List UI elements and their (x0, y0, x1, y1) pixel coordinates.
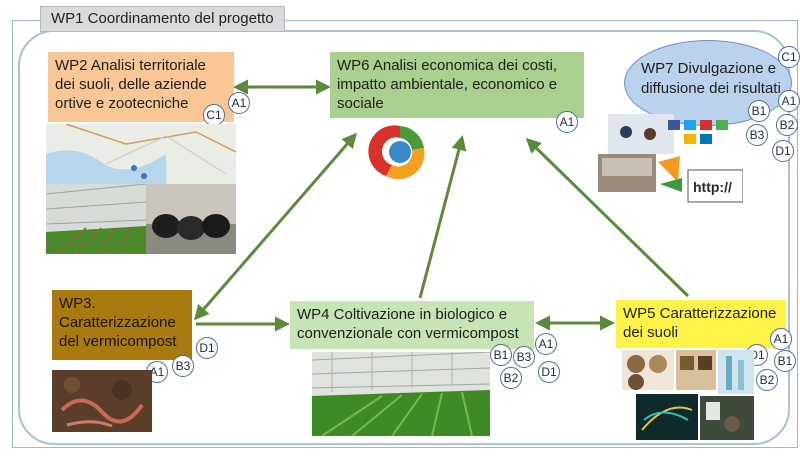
wp4-badge-d1: D1 (538, 361, 560, 383)
wp2-label: WP2 Analisi territoriale dei suoli, dell… (55, 57, 207, 112)
arrow-wp5-wp6 (525, 137, 690, 298)
wp7-badge-a1: A1 (778, 90, 800, 112)
wp4-label: WP4 Coltivazione in biologico e convenzi… (297, 306, 519, 342)
wp6-badge-a1: A1 (556, 111, 578, 133)
wp3-badge-d1: D1 (196, 337, 218, 359)
wp3-label: WP3. Caratterizzazione del vermicompost (59, 295, 177, 350)
wp1-frame (12, 20, 798, 448)
wp7-badge-b3: B3 (746, 124, 768, 146)
wp4-badge-b2: B2 (500, 367, 522, 389)
cattle-photo (146, 184, 236, 254)
wp5-label: WP5 Caratterizzazione dei suoli (623, 305, 777, 341)
wp6-label: WP6 Analisi economica dei costi, impatto… (337, 57, 558, 112)
soil-lab-photos (622, 350, 754, 440)
worms-photo (52, 370, 152, 432)
wp2-badge-a1: A1 (228, 92, 250, 114)
wp3-box: WP3. Caratterizzazione del vermicompost (52, 290, 192, 360)
arrow-wp4-wp6 (418, 135, 467, 299)
wp6-box: WP6 Analisi economica dei costi, impatto… (330, 52, 584, 118)
wp4-badge-b3: B3 (513, 346, 535, 368)
wp4-box: WP4 Coltivazione in biologico e convenzi… (290, 301, 534, 349)
wp7-label: WP7 Divulgazione e diffusione dei risult… (641, 60, 781, 97)
media-icons-collage: http:// (598, 112, 743, 207)
wp1-title: WP1 Coordinamento del progetto (40, 6, 285, 32)
wp7-badge-d1: D1 (772, 140, 794, 162)
arrow-wp3-wp6 (194, 132, 357, 321)
wp7-badge-b1: B1 (748, 100, 770, 122)
wp5-box: WP5 Caratterizzazione dei suoli (616, 300, 786, 348)
wp3-badge-b3: B3 (172, 355, 194, 377)
map-image (46, 124, 236, 184)
wp5-badge-a1: A1 (770, 328, 792, 350)
project-boundary (18, 30, 790, 445)
sustainability-cycle-icon (360, 118, 440, 184)
svg-text:http://: http:// (693, 179, 732, 195)
wp7-badge-c1: C1 (778, 46, 800, 68)
wp2-badge-c1: C1 (203, 104, 225, 126)
wp4-badge-a1: A1 (535, 333, 557, 355)
greenhouse-crops-photo (312, 352, 490, 436)
wp5-badge-b2: B2 (756, 369, 778, 391)
wp4-badge-b1: B1 (490, 344, 512, 366)
wp7-badge-b2: B2 (776, 114, 798, 136)
wp5-badge-b1: B1 (774, 350, 796, 372)
greenhouse-photo (46, 184, 146, 254)
